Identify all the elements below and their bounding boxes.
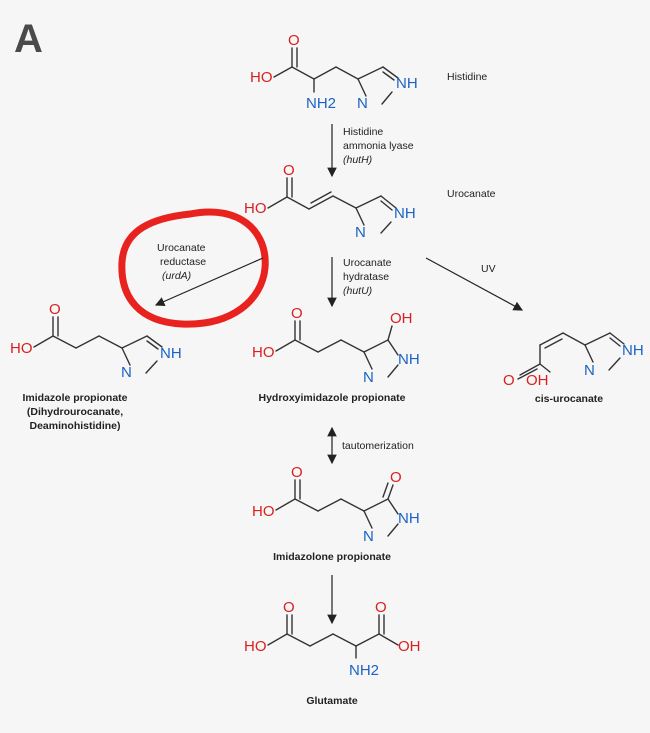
imp-ho: HO	[10, 340, 33, 357]
glu-o2: O	[375, 599, 387, 616]
imp-n: N	[121, 364, 132, 381]
cis-o: O	[503, 372, 515, 389]
imz-o: O	[291, 464, 303, 481]
hip-n: N	[363, 369, 374, 386]
label-imidazole-propionate-alt2: Deaminohistidine)	[29, 420, 120, 432]
urdA-highlight-circle	[118, 208, 269, 328]
arrow-urdA	[154, 257, 264, 307]
urocanate-o: O	[283, 162, 295, 179]
imz-ho: HO	[252, 503, 275, 520]
cis-urocanate-structure: N NH O OH	[503, 332, 644, 389]
hip-o: O	[291, 305, 303, 322]
hutU-line1: Urocanate	[343, 257, 392, 269]
glutamate-structure: HO O NH2 O OH	[244, 599, 421, 679]
label-imidazolone-propionate: Imidazolone propionate	[273, 551, 391, 563]
imidazolone-propionate-structure: HO O O N NH	[252, 464, 420, 545]
urdA-line3: (urdA)	[162, 270, 191, 282]
hutH-line2: ammonia lyase	[343, 140, 414, 152]
glu-nh2: NH2	[349, 662, 379, 679]
urocanate-n: N	[355, 224, 366, 241]
label-glutamate: Glutamate	[306, 695, 358, 707]
label-urocanate: Urocanate	[447, 188, 496, 200]
glu-o1: O	[283, 599, 295, 616]
hydroxyimidazole-propionate-structure: HO O OH N NH	[252, 305, 420, 386]
cis-n: N	[584, 362, 595, 379]
hutU-line3: (hutU)	[343, 285, 372, 297]
uv-label: UV	[481, 263, 496, 275]
imp-nh: NH	[160, 345, 182, 362]
glu-oh: OH	[398, 638, 421, 655]
histidine-o: O	[288, 32, 300, 49]
imp-o: O	[49, 301, 61, 318]
hip-ho: HO	[252, 344, 275, 361]
hutH-line1: Histidine	[343, 126, 383, 138]
hip-nh: NH	[398, 351, 420, 368]
hutU-line2: hydratase	[343, 271, 389, 283]
urdA-line2: reductase	[160, 256, 206, 268]
label-hydroxyimidazole-propionate: Hydroxyimidazole propionate	[258, 392, 405, 404]
histidine-n: N	[357, 95, 368, 112]
hutH-line3: (hutH)	[343, 154, 372, 166]
tautomerization-label: tautomerization	[342, 440, 414, 452]
panel-label: A	[14, 17, 43, 61]
urocanate-ho: HO	[244, 200, 267, 217]
label-imidazole-propionate-alt1: (Dihydrourocanate,	[27, 406, 123, 418]
histidine-structure: HO O NH2 N NH	[250, 32, 418, 112]
histidine-nh: NH	[396, 75, 418, 92]
imidazole-propionate-structure: HO O N NH	[10, 301, 182, 381]
arrow-uv	[425, 257, 524, 311]
urocanate-nh: NH	[394, 205, 416, 222]
imz-nh: NH	[398, 510, 420, 527]
urocanate-structure: HO O N NH	[244, 162, 416, 241]
imz-o2: O	[390, 469, 402, 486]
cis-nh: NH	[622, 342, 644, 359]
histidine-nh2: NH2	[306, 95, 336, 112]
urdA-line1: Urocanate	[157, 242, 206, 254]
cis-oh: OH	[526, 372, 549, 389]
hip-oh: OH	[390, 310, 413, 327]
label-histidine: Histidine	[447, 71, 487, 83]
label-imidazole-propionate: Imidazole propionate	[22, 392, 127, 404]
label-cis-urocanate: cis-urocanate	[535, 393, 603, 405]
glu-ho: HO	[244, 638, 267, 655]
imz-n: N	[363, 528, 374, 545]
histidine-ho: HO	[250, 69, 273, 86]
